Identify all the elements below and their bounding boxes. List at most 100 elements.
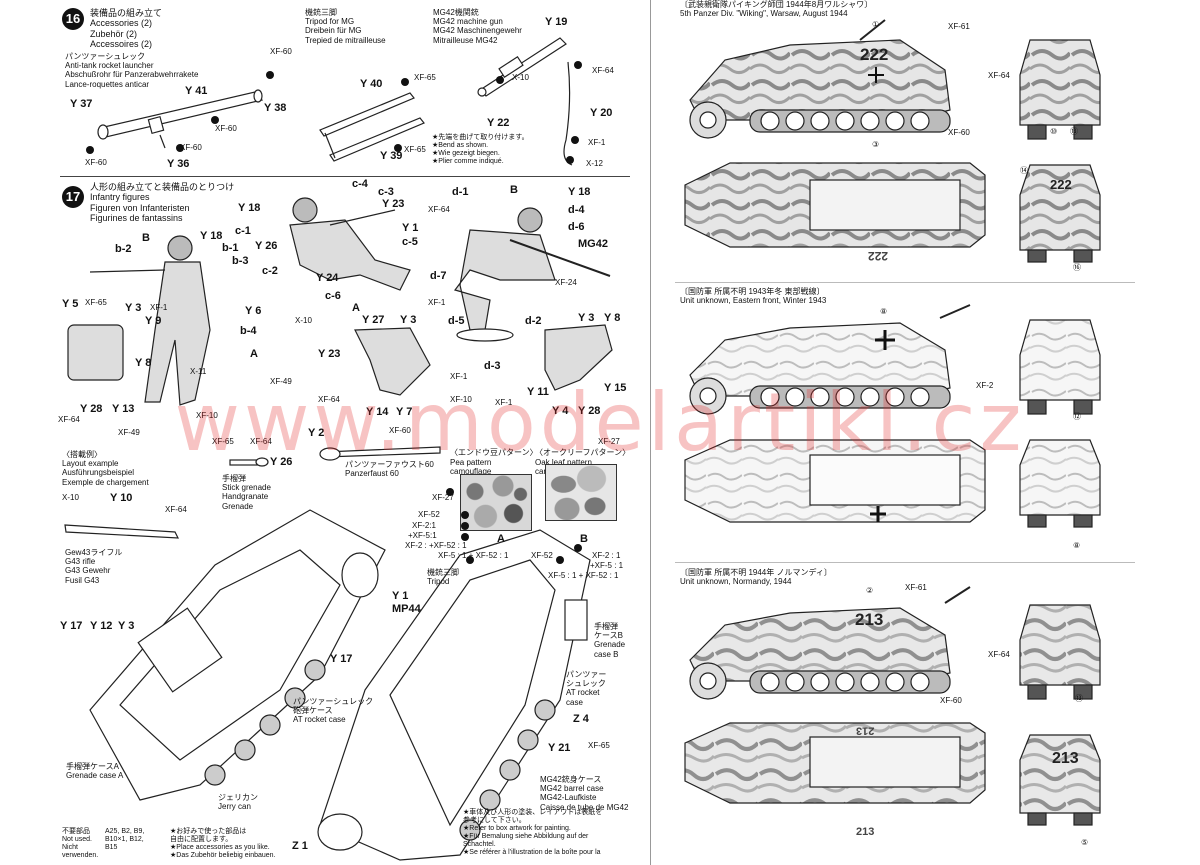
paint-le-12: XF-52 [531,551,553,560]
scheme-divider-1 [675,282,1135,283]
part-y27: Y 27 [362,314,385,326]
label-a2: A [352,302,360,314]
step-17-figures [67,197,613,406]
paint-17-14: XF-10 [450,395,472,404]
part-y20: Y 20 [590,107,613,119]
scheme-1-paint-xf61: XF-61 [948,22,970,31]
part-y3c: Y 3 [578,312,595,324]
part-y13: Y 13 [112,403,135,415]
painting-note: ★車体及び人形の塗装、レイアウトは表紙を参考にして下さい。★Refer to b… [463,809,603,857]
paint-xf64: XF-64 [592,66,614,75]
part-y24: Y 24 [316,272,339,284]
part-y3d: Y 3 [118,620,135,632]
scheme-3-drawings [684,586,1101,826]
part-c3: c-3 [378,186,394,198]
pea-pattern-swatch [460,474,532,531]
part-y21: Y 21 [548,742,571,754]
part-c5: c-5 [402,236,418,248]
accessories-note: ★お好みで使った部品は自由に配置します。★Place accessories a… [170,828,276,860]
scheme-2-paint-xf2: XF-2 [976,381,994,390]
paint-le-13: XF-2 : 1 [592,551,621,560]
part-y3b: Y 3 [400,314,417,326]
part-y5: Y 5 [62,298,79,310]
paint-le-11: XF-5 : 1 + XF-52 : 1 [438,551,509,560]
layout-vehicles [64,446,591,861]
part-y2: Y 2 [308,427,325,439]
part-y4: Y 4 [552,405,569,417]
part-y36: Y 36 [167,158,190,170]
step-16-note: ★先端を曲げて取り付けます。★Bend as shown.★Wie gezeig… [432,134,529,166]
paint-le-8: XF-2:1 [412,521,437,530]
label-b: B [142,232,150,244]
step-17-badge: 17 [62,186,84,208]
paint-x12: X-12 [586,159,603,168]
paint-xf60-d: XF-60 [180,143,202,152]
oak-pattern-swatch [545,464,617,521]
scheme-3-paint-xf60: XF-60 [940,696,962,705]
part-y8b: Y 8 [604,312,621,324]
paint-xf65-b: XF-65 [404,145,426,154]
scheme-1-marker-3: ③ [872,140,880,149]
unused-parts-list: A25, B2, B9,B10×1, B12,B15 [105,828,145,852]
part-y19: Y 19 [545,16,568,28]
scheme-3-marker-5: ⑤ [1081,838,1089,847]
part-d6: d-6 [568,221,585,233]
paint-le-4: XF-64 [165,505,187,514]
scheme-1-marker-10: ⑩ [1050,127,1058,136]
paint-xf60-c: XF-60 [85,158,107,167]
scheme-1-hull-number: 222 [860,45,889,64]
scheme-1-marker-13: ⑬ [1070,127,1078,136]
paint-le-10: XF-2 : +XF-52 : 1 [405,541,467,550]
paint-le-3: X-10 [62,493,79,502]
part-y11: Y 11 [527,386,549,398]
part-d3: d-3 [484,360,501,372]
part-y3: Y 3 [125,302,142,314]
part-y26: Y 26 [255,240,278,252]
paint-17-9: XF-64 [428,205,450,214]
paint-17-7: X-10 [295,316,312,325]
paint-le-16: XF-65 [588,741,610,750]
part-y39: Y 39 [380,150,403,162]
scheme-2-marker-8: ⑧ [880,307,888,316]
step-16-drawings [86,37,582,166]
paint-le-14: +XF-5 : 1 [590,561,624,570]
paint-le-5: XF-27 [432,493,454,502]
scheme-1-paint-xf60: XF-60 [948,128,970,137]
scheme-3-paint-xf64: XF-64 [988,650,1010,659]
paint-le-2: XF-64 [250,437,272,446]
part-c2: c-2 [262,265,278,277]
part-y38: Y 38 [264,102,287,114]
part-y8: Y 8 [135,357,152,369]
scheme-2-drawings [684,304,1101,528]
part-b1: b-1 [222,242,239,254]
part-y10: Y 10 [110,492,133,504]
scheme-1-marker-1: ① [872,20,880,29]
part-y18b: Y 18 [238,202,261,214]
part-y40: Y 40 [360,78,383,90]
swatch-label-a: A [497,533,505,545]
part-c1: c-1 [235,225,251,237]
part-b3: b-3 [232,255,249,267]
page-gutter [650,0,651,865]
part-c6: c-6 [325,290,341,302]
scheme-1-marker-16: ⑯ [1073,263,1081,272]
scheme-1-caption: 〔武装親衛隊パイキング師団 1944年8月ワルシャワ〕5th Panzer Di… [680,0,873,19]
tripod-drawing [319,92,425,162]
part-d7: d-7 [430,270,447,282]
paint-17-1: X-11 [190,367,207,376]
scheme-1-marker-14: ⑭ [1020,166,1028,175]
section-divider [60,176,630,177]
